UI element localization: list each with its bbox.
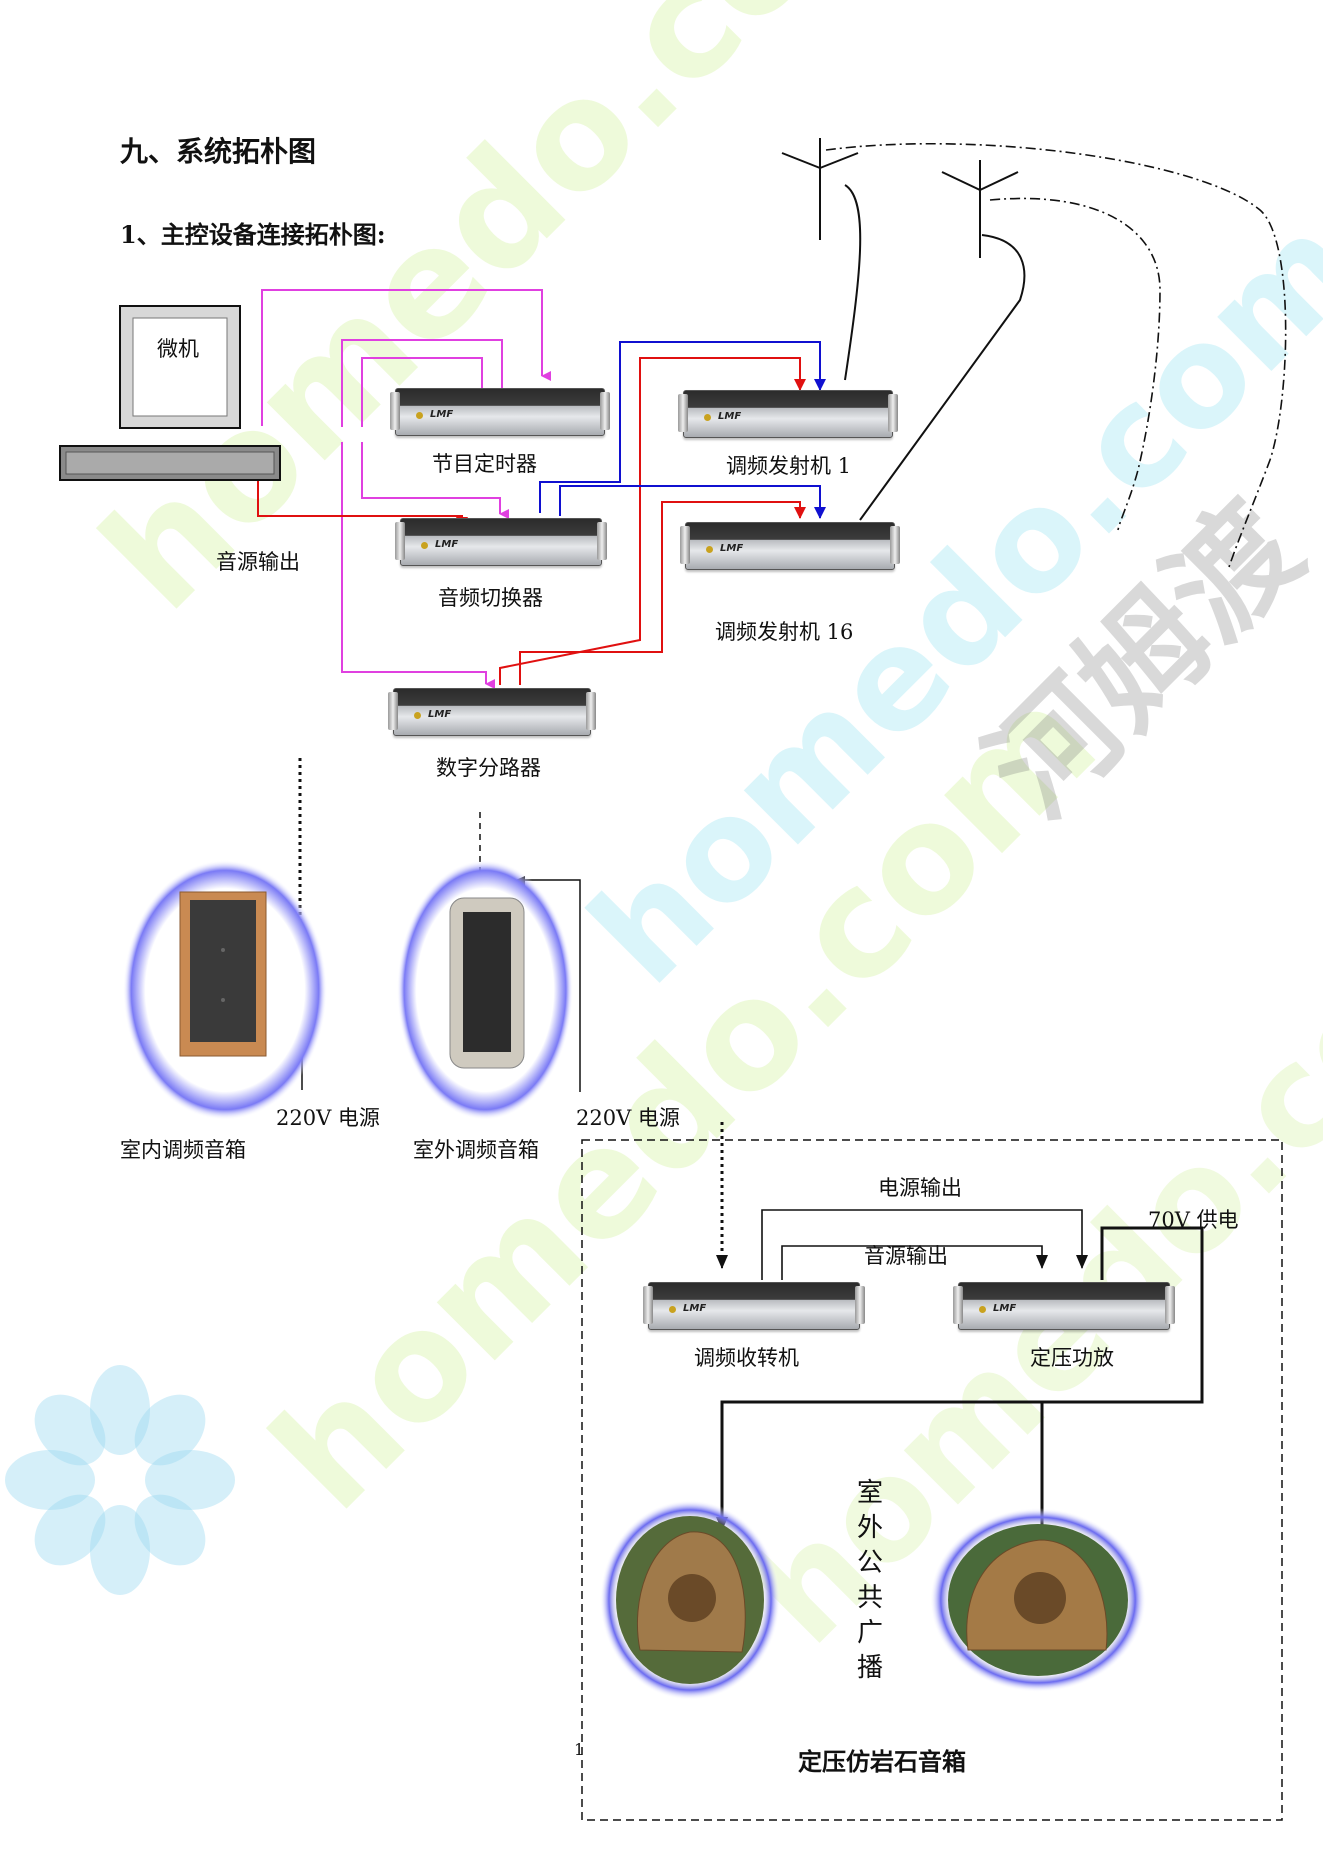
indoor-speaker-icon	[179, 891, 267, 1057]
outdoor-public-broadcast-label: 室外公共广播	[856, 1478, 883, 1683]
indoor-power-label: 220V 电源	[276, 1106, 380, 1130]
outdoor-speaker-icon	[449, 897, 525, 1069]
audio-output-label: 音源输出	[216, 550, 300, 574]
program-timer-label: 节目定时器	[432, 452, 537, 476]
power-output-label: 电源输出	[878, 1176, 962, 1200]
audio-switcher-label: 音频切换器	[438, 586, 543, 610]
fm-receiver-label: 调频收转机	[694, 1346, 799, 1370]
audio-switcher-device: LMF	[395, 518, 607, 566]
rock-speaker-left-icon	[616, 1516, 764, 1684]
antenna-1-icon	[781, 138, 862, 381]
outdoor-speaker-label: 室外调频音箱	[413, 1138, 539, 1162]
box-audio-output-label: 音源输出	[864, 1244, 948, 1268]
antenna-2-icon	[859, 160, 1026, 521]
fm-transmitter-1-label: 调频发射机 1	[726, 454, 852, 478]
program-timer-device: LMF	[390, 388, 610, 436]
fm-transmitter-16-device: LMF	[680, 522, 900, 570]
fm-transmitter-1-device: LMF	[678, 390, 898, 438]
computer-label: 微机	[157, 337, 199, 361]
computer-icon	[59, 305, 281, 481]
digital-splitter-device: LMF	[388, 688, 596, 736]
radio-wave-lines	[825, 142, 1287, 571]
supply-70v-label: 70V 供电	[1148, 1208, 1239, 1232]
indoor-speaker-label: 室内调频音箱	[120, 1138, 246, 1162]
constant-voltage-amp-device: LMF	[953, 1282, 1175, 1330]
rock-speaker-label: 定压仿岩石音箱	[798, 1747, 966, 1776]
fm-transmitter-16-label: 调频发射机 16	[715, 620, 854, 644]
constant-voltage-amp-label: 定压功放	[1030, 1346, 1114, 1370]
digital-splitter-label: 数字分路器	[436, 756, 541, 780]
section-title: 九、系统拓朴图	[120, 135, 317, 168]
page-number: 1	[574, 1740, 585, 1759]
rock-speaker-right-icon	[948, 1524, 1128, 1676]
fm-receiver-device: LMF	[643, 1282, 865, 1330]
outdoor-power-label: 220V 电源	[576, 1106, 680, 1130]
subsection-title: 1、主控设备连接拓朴图:	[120, 220, 386, 249]
